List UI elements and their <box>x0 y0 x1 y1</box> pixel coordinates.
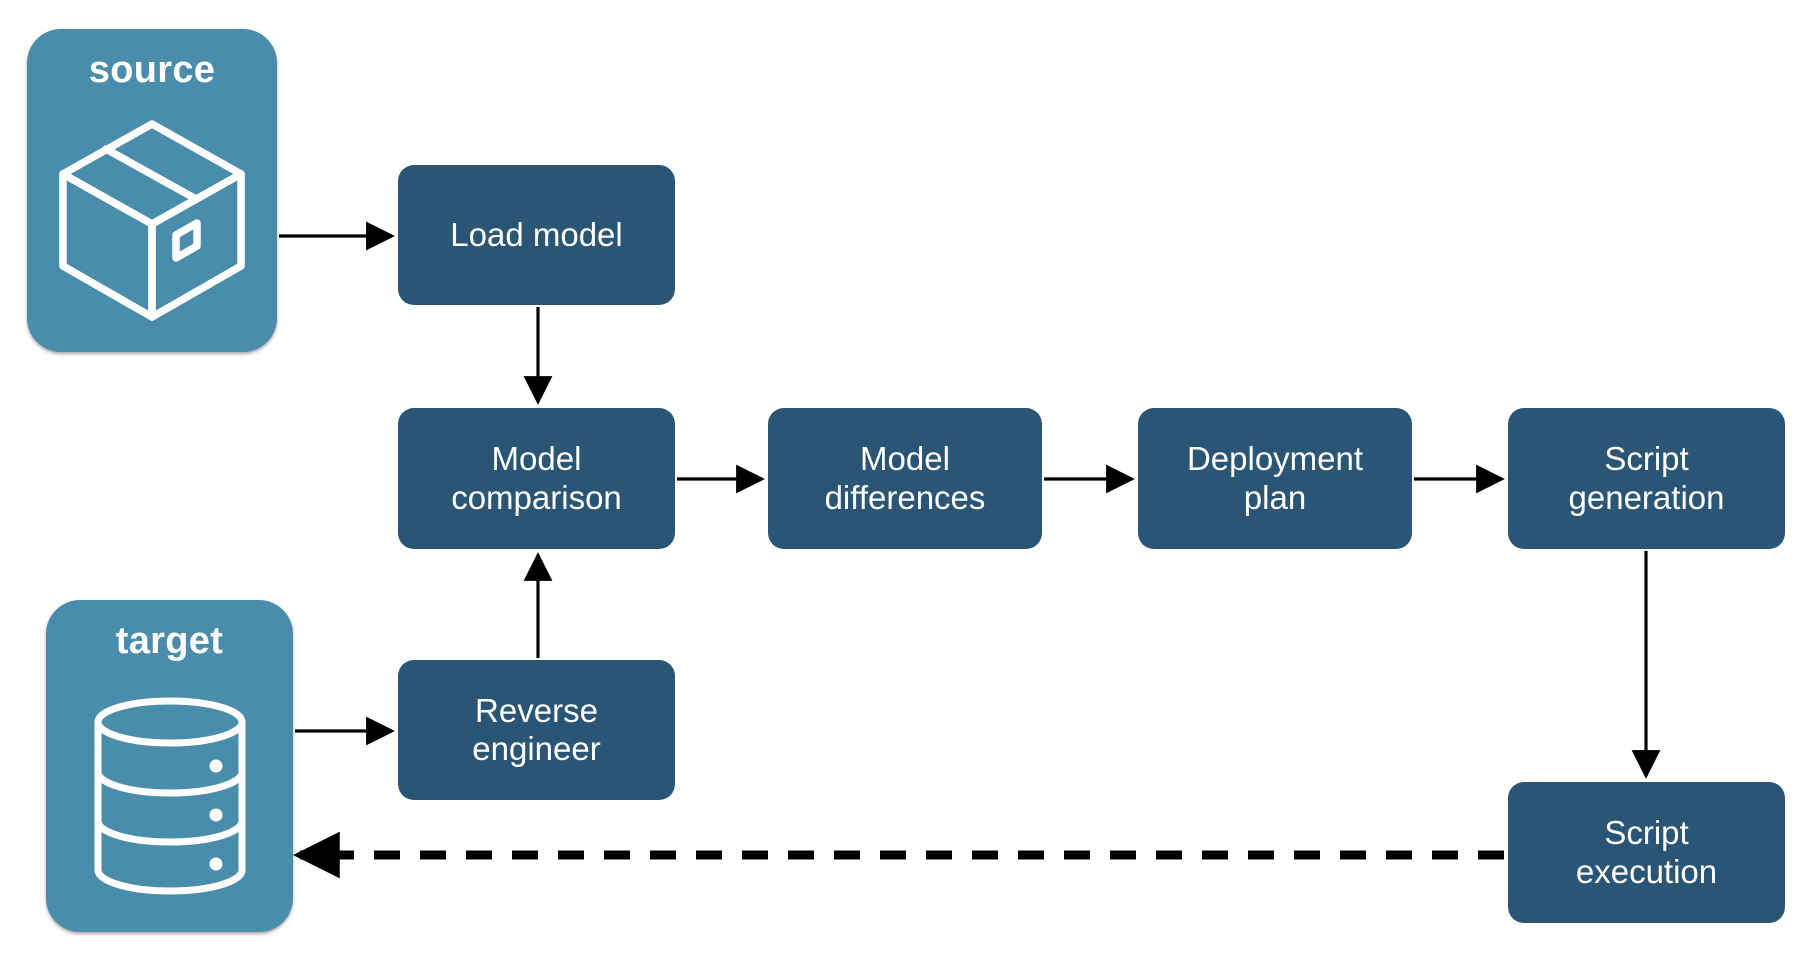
endpoint-node-source[interactable]: source <box>27 29 277 352</box>
process-node-model-comparison[interactable]: Model comparison <box>398 408 675 549</box>
process-node-script-execution[interactable]: Script execution <box>1508 782 1785 923</box>
process-node-script-generation[interactable]: Script generation <box>1508 408 1785 549</box>
process-node-model-differences[interactable]: Model differences <box>768 408 1042 549</box>
endpoint-label-source: source <box>88 49 216 91</box>
endpoint-node-target[interactable]: target <box>46 600 293 932</box>
database-cylinder-icon <box>46 660 293 932</box>
endpoint-label-target: target <box>115 620 224 662</box>
process-node-deployment-plan[interactable]: Deployment plan <box>1138 408 1412 549</box>
package-box-icon <box>27 89 277 352</box>
process-node-reverse-engineer[interactable]: Reverse engineer <box>398 660 675 800</box>
process-node-load-model[interactable]: Load model <box>398 165 675 305</box>
